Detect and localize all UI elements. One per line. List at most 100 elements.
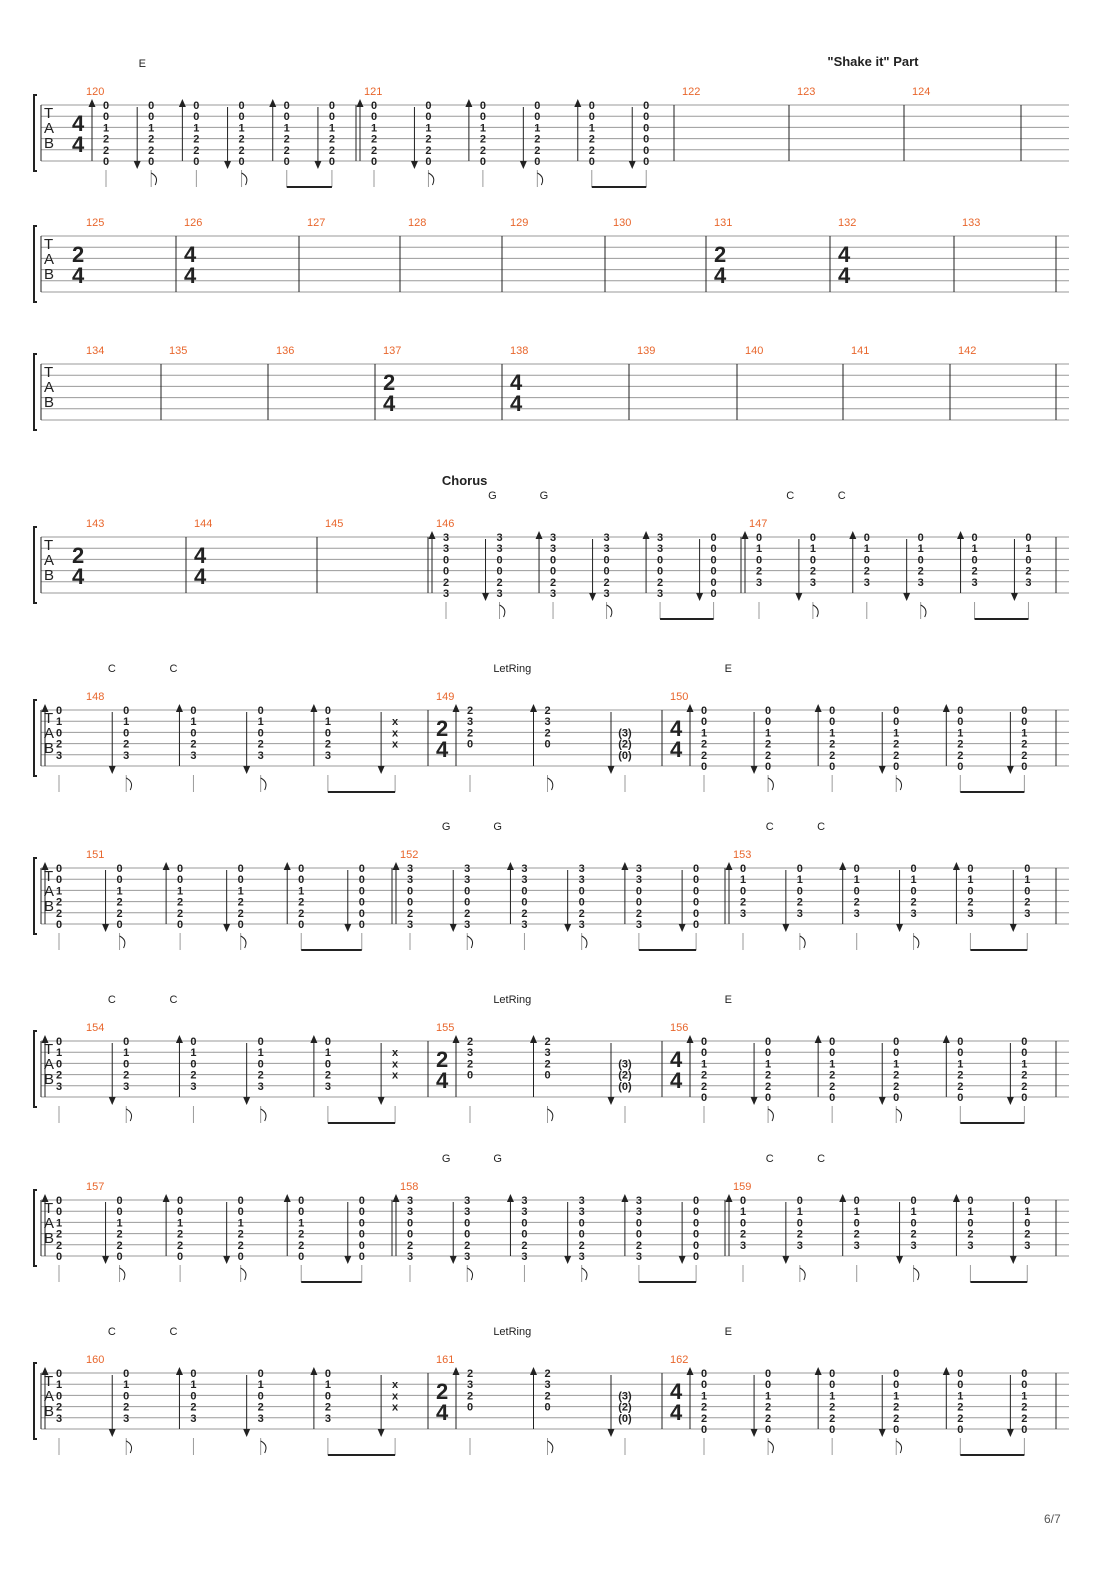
fret-number: 0 (480, 156, 486, 168)
fret-number: 0 (829, 1036, 835, 1048)
time-signature-bottom: 4 (670, 737, 683, 762)
fret-number: 0 (701, 716, 707, 728)
fret-number: 0 (359, 1229, 365, 1241)
fret-number: 0 (657, 566, 663, 578)
fret-number: 1 (740, 874, 746, 886)
rhythm-flag (547, 777, 554, 791)
fret-number: 0 (765, 1047, 771, 1059)
strum-up-arrow-head (849, 531, 857, 539)
fret-number: 0 (56, 727, 62, 739)
fret-number: 3 (258, 1081, 264, 1093)
fret-number: 0 (579, 885, 585, 897)
strum-down-arrow-head (133, 161, 141, 169)
chord-label: G (442, 821, 451, 833)
fret-number: 2 (467, 1368, 473, 1380)
strum-up-arrow-head (428, 531, 436, 539)
fret-number: 3 (740, 908, 746, 920)
measure-number: 132 (838, 217, 856, 229)
fret-number: 0 (284, 111, 290, 123)
strum-down-arrow-head (750, 1097, 758, 1105)
fret-number: 1 (116, 1217, 122, 1229)
fret-number: 2 (190, 1070, 196, 1082)
fret-number: 0 (443, 554, 449, 566)
rhythm-flag (767, 1108, 774, 1122)
tab-clef-letter: T (44, 364, 53, 381)
strum-up-arrow-head (392, 862, 400, 870)
fret-number: 2 (480, 134, 486, 146)
strum-down-arrow-head (896, 1256, 904, 1264)
strum-up-arrow-head (530, 1035, 537, 1043)
fret-number: 3 (579, 1206, 585, 1218)
fret-number: 1 (371, 122, 377, 134)
fret-number: 1 (854, 1206, 860, 1218)
strum-up-arrow-head (178, 99, 186, 107)
time-signature-bottom: 4 (838, 263, 851, 288)
fret-number: 0 (56, 1206, 62, 1218)
strum-down-arrow-head (589, 593, 597, 601)
time-signature-bottom: 4 (670, 1068, 683, 1093)
fret-number: 0 (238, 919, 244, 931)
fret-number: 0 (765, 705, 771, 717)
fret-number: 3 (496, 588, 502, 600)
rhythm-flag (895, 1108, 903, 1122)
fret-number: 0 (116, 1251, 122, 1263)
fret-number: 1 (56, 716, 62, 728)
strum-up-arrow-head (741, 531, 749, 539)
fret-number: 2 (371, 145, 377, 157)
fret-number: 0 (893, 1092, 899, 1104)
fret-number: 0 (123, 727, 129, 739)
fret-number: 0 (693, 1229, 699, 1241)
fret-number: 3 (123, 1413, 129, 1425)
strum-down-arrow-head (1006, 1429, 1014, 1437)
strum-down-arrow-head (878, 1097, 886, 1105)
fret-number: 3 (1025, 577, 1031, 589)
fret-number: 0 (589, 156, 595, 168)
fret-number: 0 (443, 566, 449, 578)
fret-number: 0 (544, 1070, 550, 1082)
fret-number: 0 (636, 897, 642, 909)
strum-up-arrow-head (283, 862, 291, 870)
fret-number: 3 (407, 1206, 413, 1218)
fret-number: 0 (56, 1195, 62, 1207)
chord-label: C (838, 490, 846, 502)
fret-number: (2) (618, 1402, 632, 1414)
fret-number: 0 (829, 1047, 835, 1059)
fret-number: 2 (123, 1070, 129, 1082)
fret-number: 0 (238, 1251, 244, 1263)
measure-number: 156 (670, 1022, 688, 1034)
fret-number: 0 (425, 100, 431, 112)
fret-number: 2 (443, 577, 449, 589)
fret-number: 1 (480, 122, 486, 134)
fret-number: 1 (765, 727, 771, 739)
strum-down-arrow-head (903, 593, 911, 601)
chord-label: LetRing (493, 1326, 531, 1338)
strum-down-arrow-head (607, 766, 615, 774)
measure-number: 162 (670, 1354, 688, 1366)
fret-number: 2 (521, 908, 527, 920)
fret-number: 2 (893, 1402, 899, 1414)
measure-number: 136 (276, 345, 294, 357)
fret-number: 0 (359, 919, 365, 931)
measure-number: 147 (749, 518, 767, 530)
fret-number: 0 (56, 1390, 62, 1402)
strum-up-arrow-head (725, 862, 733, 870)
measure-number: 134 (86, 345, 104, 357)
measure-number: 127 (307, 217, 325, 229)
fret-number: 0 (967, 1195, 973, 1207)
strum-down-arrow-head (1006, 1097, 1014, 1105)
system-bracket (33, 94, 37, 172)
fret-number: 2 (325, 1070, 331, 1082)
measure-number: 122 (682, 86, 700, 98)
time-signature-bottom: 4 (714, 263, 727, 288)
strum-up-arrow-head (310, 1367, 318, 1375)
fret-number: 0 (701, 1368, 707, 1380)
fret-number: 1 (765, 1390, 771, 1402)
strum-up-arrow-head (465, 99, 473, 107)
fret-number: 0 (711, 543, 717, 555)
fret-number: 0 (693, 1240, 699, 1252)
fret-number: 1 (298, 885, 304, 897)
fret-number: 0 (258, 705, 264, 717)
fret-number: 0 (1024, 1217, 1030, 1229)
fret-number: 2 (464, 1240, 470, 1252)
